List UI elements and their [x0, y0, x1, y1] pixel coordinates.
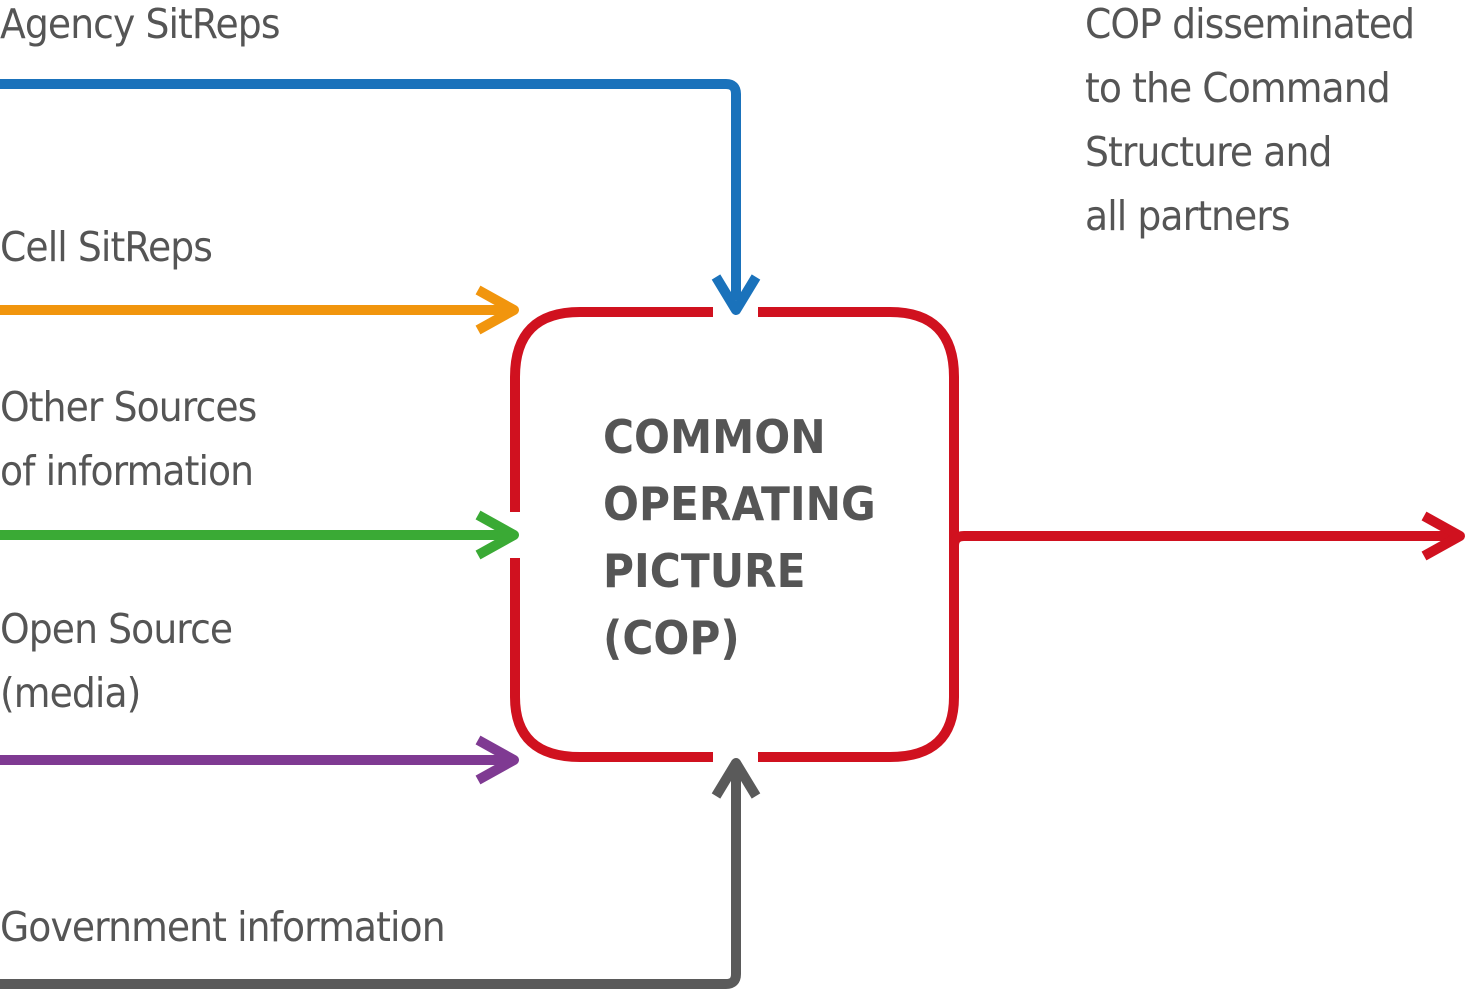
government-information-line	[0, 770, 741, 989]
other-sources-label-line2: of information	[0, 447, 254, 495]
output-arrowhead	[1421, 511, 1465, 561]
output-label-line1: COP disseminated	[1085, 0, 1415, 48]
other-sources-arrowhead	[475, 510, 519, 560]
output-label-line2: to the Command	[1085, 64, 1391, 112]
open-source-label: Open Source (media)	[0, 597, 233, 725]
output-label: COP disseminated to the Command Structur…	[1085, 0, 1415, 248]
open-source-label-line1: Open Source	[0, 605, 233, 653]
open-source-label-line2: (media)	[0, 669, 141, 717]
cell-sitreps-arrowhead	[475, 285, 519, 335]
cell-sitreps-label: Cell SitReps	[0, 223, 213, 271]
cop-title: COMMON OPERATING PICTURE (COP)	[603, 404, 876, 672]
other-sources-label-line1: Other Sources	[0, 383, 257, 431]
agency-sitreps-label: Agency SitReps	[0, 0, 280, 48]
open-source-arrowhead	[475, 735, 519, 785]
government-information-label: Government information	[0, 903, 446, 951]
other-sources-label: Other Sources of information	[0, 375, 257, 503]
output-line	[949, 531, 1455, 558]
output-label-line4: all partners	[1085, 192, 1291, 240]
cop-title-line4: (COP)	[603, 611, 740, 665]
government-information-arrowhead	[711, 758, 761, 799]
agency-sitreps-arrowhead	[711, 274, 761, 315]
agency-sitreps-line	[0, 79, 741, 300]
output-label-line3: Structure and	[1085, 128, 1332, 176]
cop-title-line1: COMMON	[603, 410, 826, 464]
cop-title-line3: PICTURE	[603, 544, 806, 598]
cop-title-line2: OPERATING	[603, 477, 876, 531]
cop-box-outline	[510, 307, 959, 762]
